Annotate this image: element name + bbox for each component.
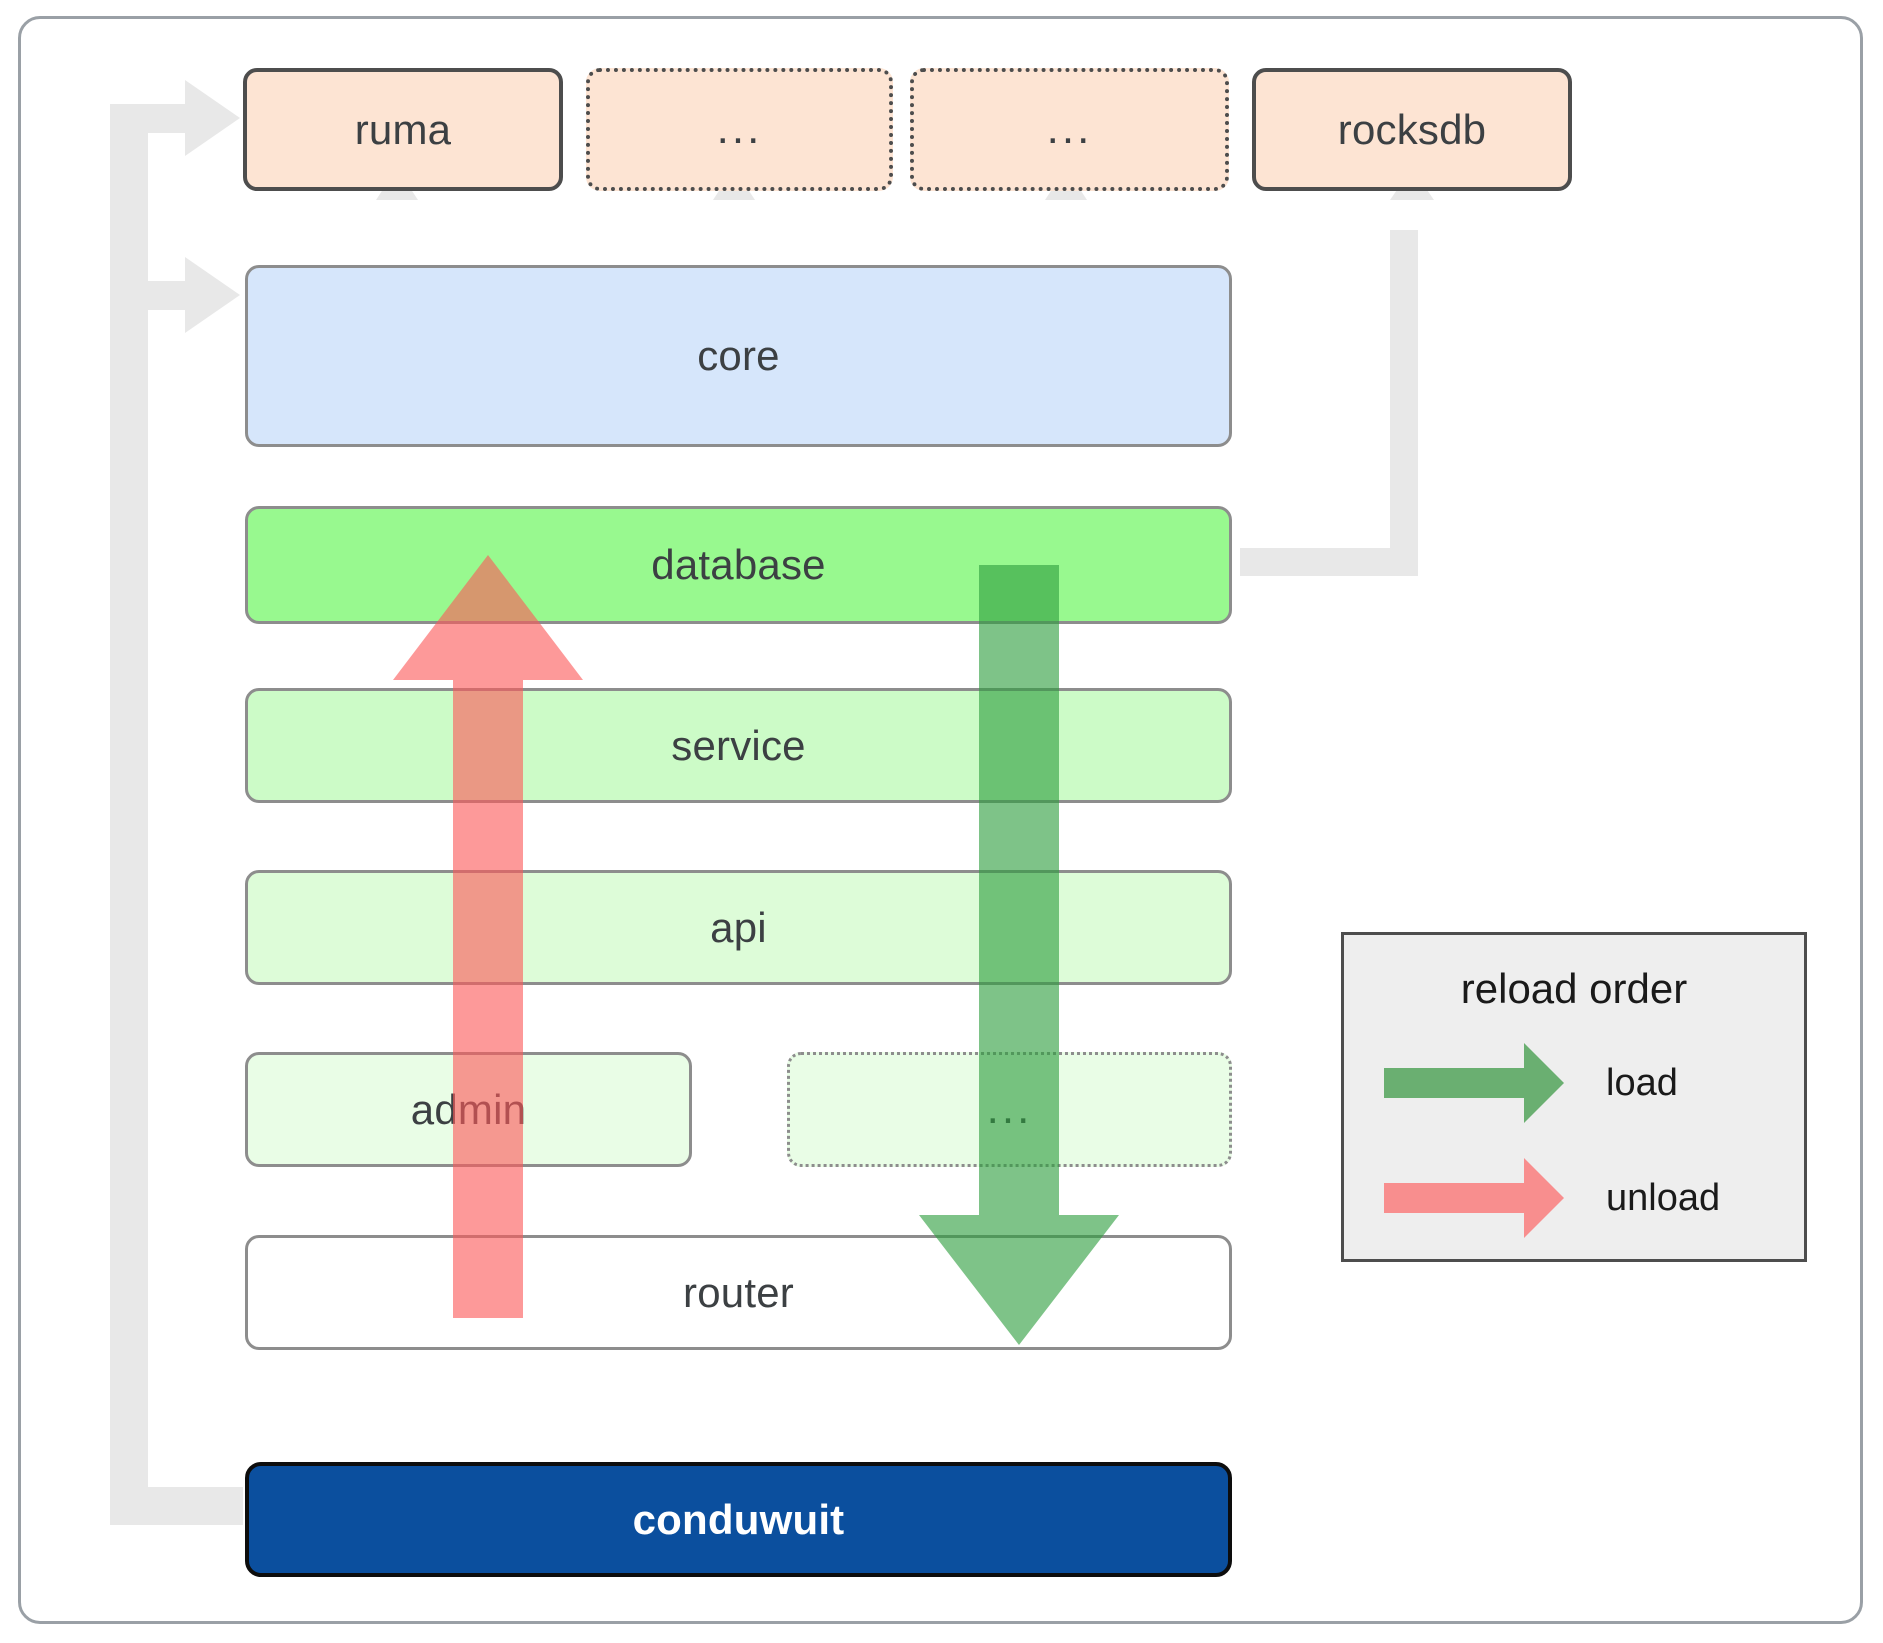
- legend-title: reload order: [1460, 965, 1688, 1012]
- unload-arrow: [393, 555, 583, 1318]
- dependency-label: rocksdb: [1337, 105, 1487, 153]
- dependency-box-3[interactable]: ...: [910, 68, 1229, 191]
- layer-box-api[interactable]: api: [245, 870, 1232, 985]
- legend-label-unload: unload: [1606, 1177, 1721, 1219]
- legend-unload-arrow: [1384, 1158, 1564, 1238]
- legend-panel: reload order load unload: [1341, 932, 1807, 1262]
- load-arrow: [919, 565, 1119, 1345]
- application-label: conduwuit: [632, 1495, 845, 1543]
- legend-arrows: [1384, 1043, 1564, 1238]
- dependency-box-ruma[interactable]: ruma: [243, 68, 563, 191]
- layer-label: core: [697, 332, 780, 379]
- layer-box-database[interactable]: database: [245, 506, 1232, 624]
- dependency-box-2[interactable]: ...: [586, 68, 893, 191]
- layer-label: router: [683, 1268, 794, 1316]
- dependency-box-rocksdb[interactable]: rocksdb: [1252, 68, 1572, 191]
- legend-load-arrow: [1384, 1043, 1564, 1123]
- layer-label: service: [671, 721, 806, 769]
- legend-label-load: load: [1606, 1062, 1678, 1104]
- dependency-label: ruma: [354, 105, 452, 153]
- application-box-conduwuit[interactable]: conduwuit: [245, 1462, 1232, 1577]
- layer-label: database: [651, 541, 826, 588]
- layer-label: api: [710, 903, 767, 951]
- layer-box-service[interactable]: service: [245, 688, 1232, 803]
- layer-box-core[interactable]: core: [245, 265, 1232, 447]
